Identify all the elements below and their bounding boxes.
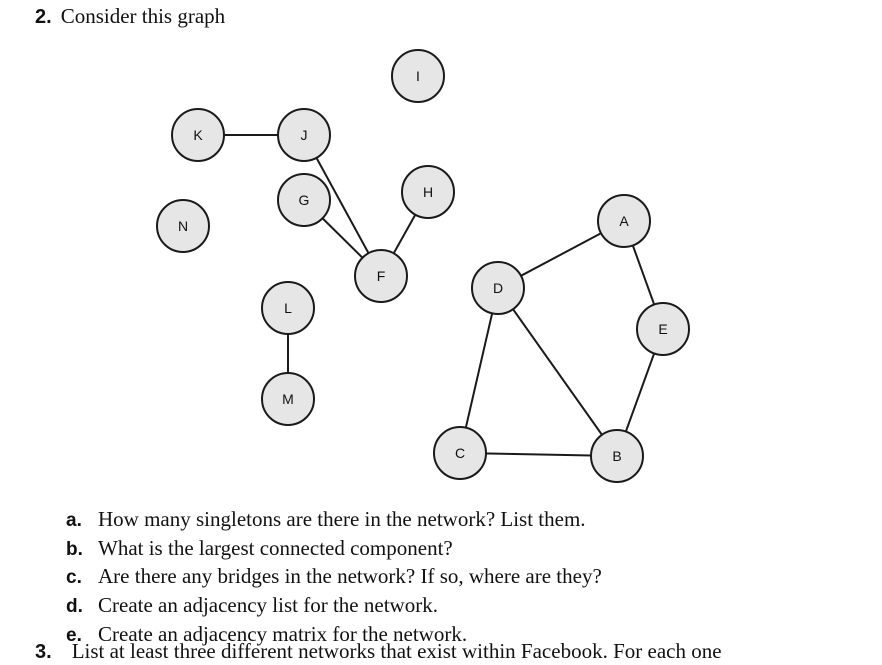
- node-k: K: [171, 108, 225, 162]
- node-n: N: [156, 199, 210, 253]
- graph-diagram: I K J G H N A F D L E M C B: [156, 49, 690, 483]
- edge-d-b: [497, 287, 618, 457]
- question-b: b. What is the largest connected componen…: [66, 535, 602, 564]
- node-d: D: [471, 261, 525, 315]
- node-circle: [433, 426, 487, 480]
- node-label: F: [377, 268, 386, 284]
- question-letter: e.: [66, 624, 82, 646]
- node-label: G: [299, 192, 310, 208]
- node-circle: [156, 199, 210, 253]
- node-label: D: [493, 280, 503, 296]
- node-circle: [391, 49, 445, 103]
- question-e: e. Create an adjacency matrix for the net…: [66, 621, 602, 650]
- question-d: d. Create an adjacency list for the netwo…: [66, 592, 602, 621]
- node-f: F: [354, 249, 408, 303]
- problem-number: 2.: [35, 6, 52, 28]
- node-label: N: [178, 218, 188, 234]
- next-problem-text: List at least three different networks t…: [71, 639, 722, 663]
- node-b: B: [590, 429, 644, 483]
- node-h: H: [401, 165, 455, 219]
- node-l: L: [261, 281, 315, 335]
- question-text: How many singletons are there in the net…: [98, 507, 586, 531]
- question-text: Are there any bridges in the network? If…: [98, 564, 602, 589]
- question-text: Create an adjacency list for the network…: [98, 593, 438, 618]
- node-g: G: [277, 173, 331, 227]
- node-label: K: [193, 127, 203, 143]
- node-label: B: [612, 448, 621, 464]
- question-letter: b.: [66, 538, 83, 560]
- node-label: E: [658, 321, 667, 337]
- node-label: M: [282, 391, 294, 407]
- question-letter: a.: [66, 510, 82, 531]
- node-c: C: [433, 426, 487, 480]
- node-circle: [590, 429, 644, 483]
- node-circle: [277, 173, 331, 227]
- problem-heading: 2. Consider this graph: [35, 3, 225, 30]
- next-problem: 3. List at least three different networks…: [35, 638, 722, 665]
- node-i: I: [391, 49, 445, 103]
- next-problem-number: 3.: [35, 641, 52, 663]
- node-circle: [636, 302, 690, 356]
- node-circle: [471, 261, 525, 315]
- graph-nodes: I K J G H N A F D L E M C B: [156, 49, 690, 483]
- question-text: What is the largest connected component?: [98, 535, 453, 560]
- question-list: a. How many singletons are there in the n…: [66, 506, 602, 650]
- node-circle: [171, 108, 225, 162]
- node-circle: [597, 194, 651, 248]
- node-a: A: [597, 194, 651, 248]
- node-label: L: [284, 300, 292, 316]
- node-circle: [261, 372, 315, 426]
- question-a: a. How many singletons are there in the n…: [66, 506, 602, 535]
- node-label: C: [455, 445, 465, 461]
- question-letter: d.: [66, 596, 83, 618]
- problem-prompt: Consider this graph: [60, 4, 226, 28]
- node-label: I: [416, 68, 420, 84]
- node-circle: [354, 249, 408, 303]
- node-m: M: [261, 372, 315, 426]
- question-letter: c.: [66, 567, 82, 589]
- node-label: J: [301, 127, 308, 143]
- edge-d-c: [459, 287, 499, 454]
- node-label: H: [423, 184, 433, 200]
- node-e: E: [636, 302, 690, 356]
- question-c: c. Are there any bridges in the network? …: [66, 563, 602, 592]
- node-circle: [401, 165, 455, 219]
- node-circle: [261, 281, 315, 335]
- question-text: Create an adjacency matrix for the netwo…: [98, 621, 468, 646]
- node-circle: [277, 108, 331, 162]
- node-j: J: [277, 108, 331, 162]
- node-label: A: [619, 213, 629, 229]
